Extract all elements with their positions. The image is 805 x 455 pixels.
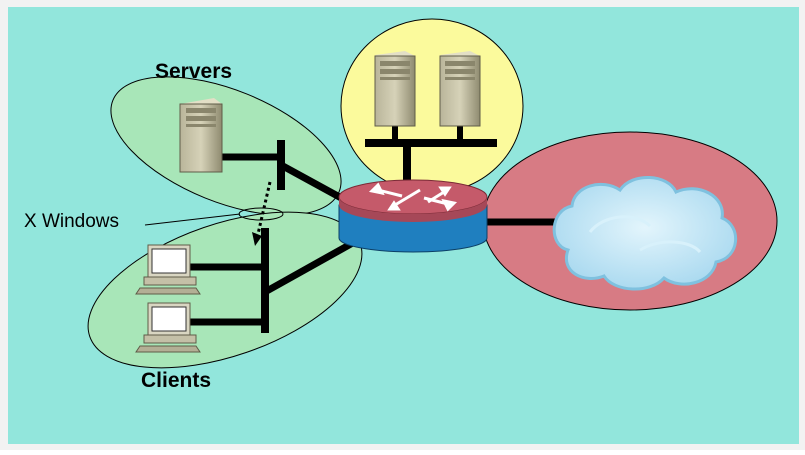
cloud-icon [552,176,738,291]
server-farm-zone [340,18,524,194]
desktop-computer-icon [135,244,201,295]
servers-label: Servers [155,60,233,83]
desktop-computer-icon [135,302,201,353]
x-windows-label: X Windows [24,211,120,232]
servers-segment [222,140,347,204]
server-tower-icon [439,51,481,127]
server-tower-icon [374,51,416,127]
x-windows-callout-line [144,213,241,226]
server-farm-bus [365,125,497,180]
clients-label: Clients [141,369,212,392]
clients-segment [190,228,360,333]
server-tower-icon [179,98,223,173]
router-icon [338,179,488,253]
